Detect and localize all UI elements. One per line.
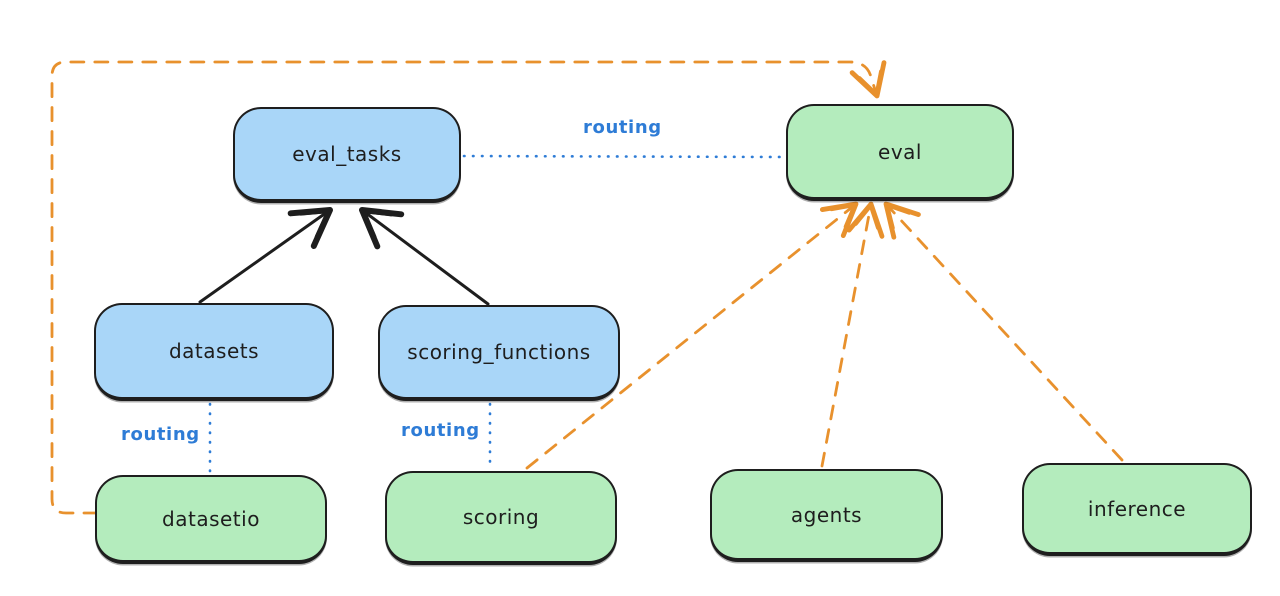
edge-datasetio-to-eval	[50, 60, 887, 515]
edge-scoring-functions-to-eval-tasks	[359, 207, 490, 306]
node-agents-label: agents	[790, 502, 863, 527]
node-agents: agents	[710, 469, 943, 562]
node-scoring-functions: scoring_functions	[378, 305, 620, 401]
node-scoring-label: scoring	[462, 505, 540, 529]
node-eval-tasks-label: eval_tasks	[292, 142, 402, 166]
node-eval: eval	[786, 104, 1014, 201]
node-datasets: datasets	[94, 303, 334, 401]
node-inference-label: inference	[1087, 496, 1187, 521]
edge-datasets-to-eval-tasks	[198, 207, 333, 304]
routing-label-scoring-functions-scoring: routing	[401, 420, 480, 441]
routing-label-datasets-datasetio: routing	[121, 424, 200, 445]
edge-agents-to-eval	[820, 201, 885, 468]
edge-eval-tasks-to-eval-routing	[462, 154, 788, 159]
node-scoring-functions-label: scoring_functions	[407, 340, 591, 364]
node-scoring: scoring	[385, 471, 617, 565]
node-datasetio-label: datasetio	[162, 506, 260, 531]
node-datasets-label: datasets	[168, 339, 260, 363]
edge-inference-to-eval	[883, 201, 1124, 462]
node-eval-label: eval	[878, 139, 922, 164]
routing-label-eval-tasks-eval: routing	[583, 117, 662, 138]
node-inference: inference	[1022, 463, 1252, 556]
node-eval-tasks: eval_tasks	[233, 107, 461, 203]
node-datasetio: datasetio	[95, 475, 327, 564]
